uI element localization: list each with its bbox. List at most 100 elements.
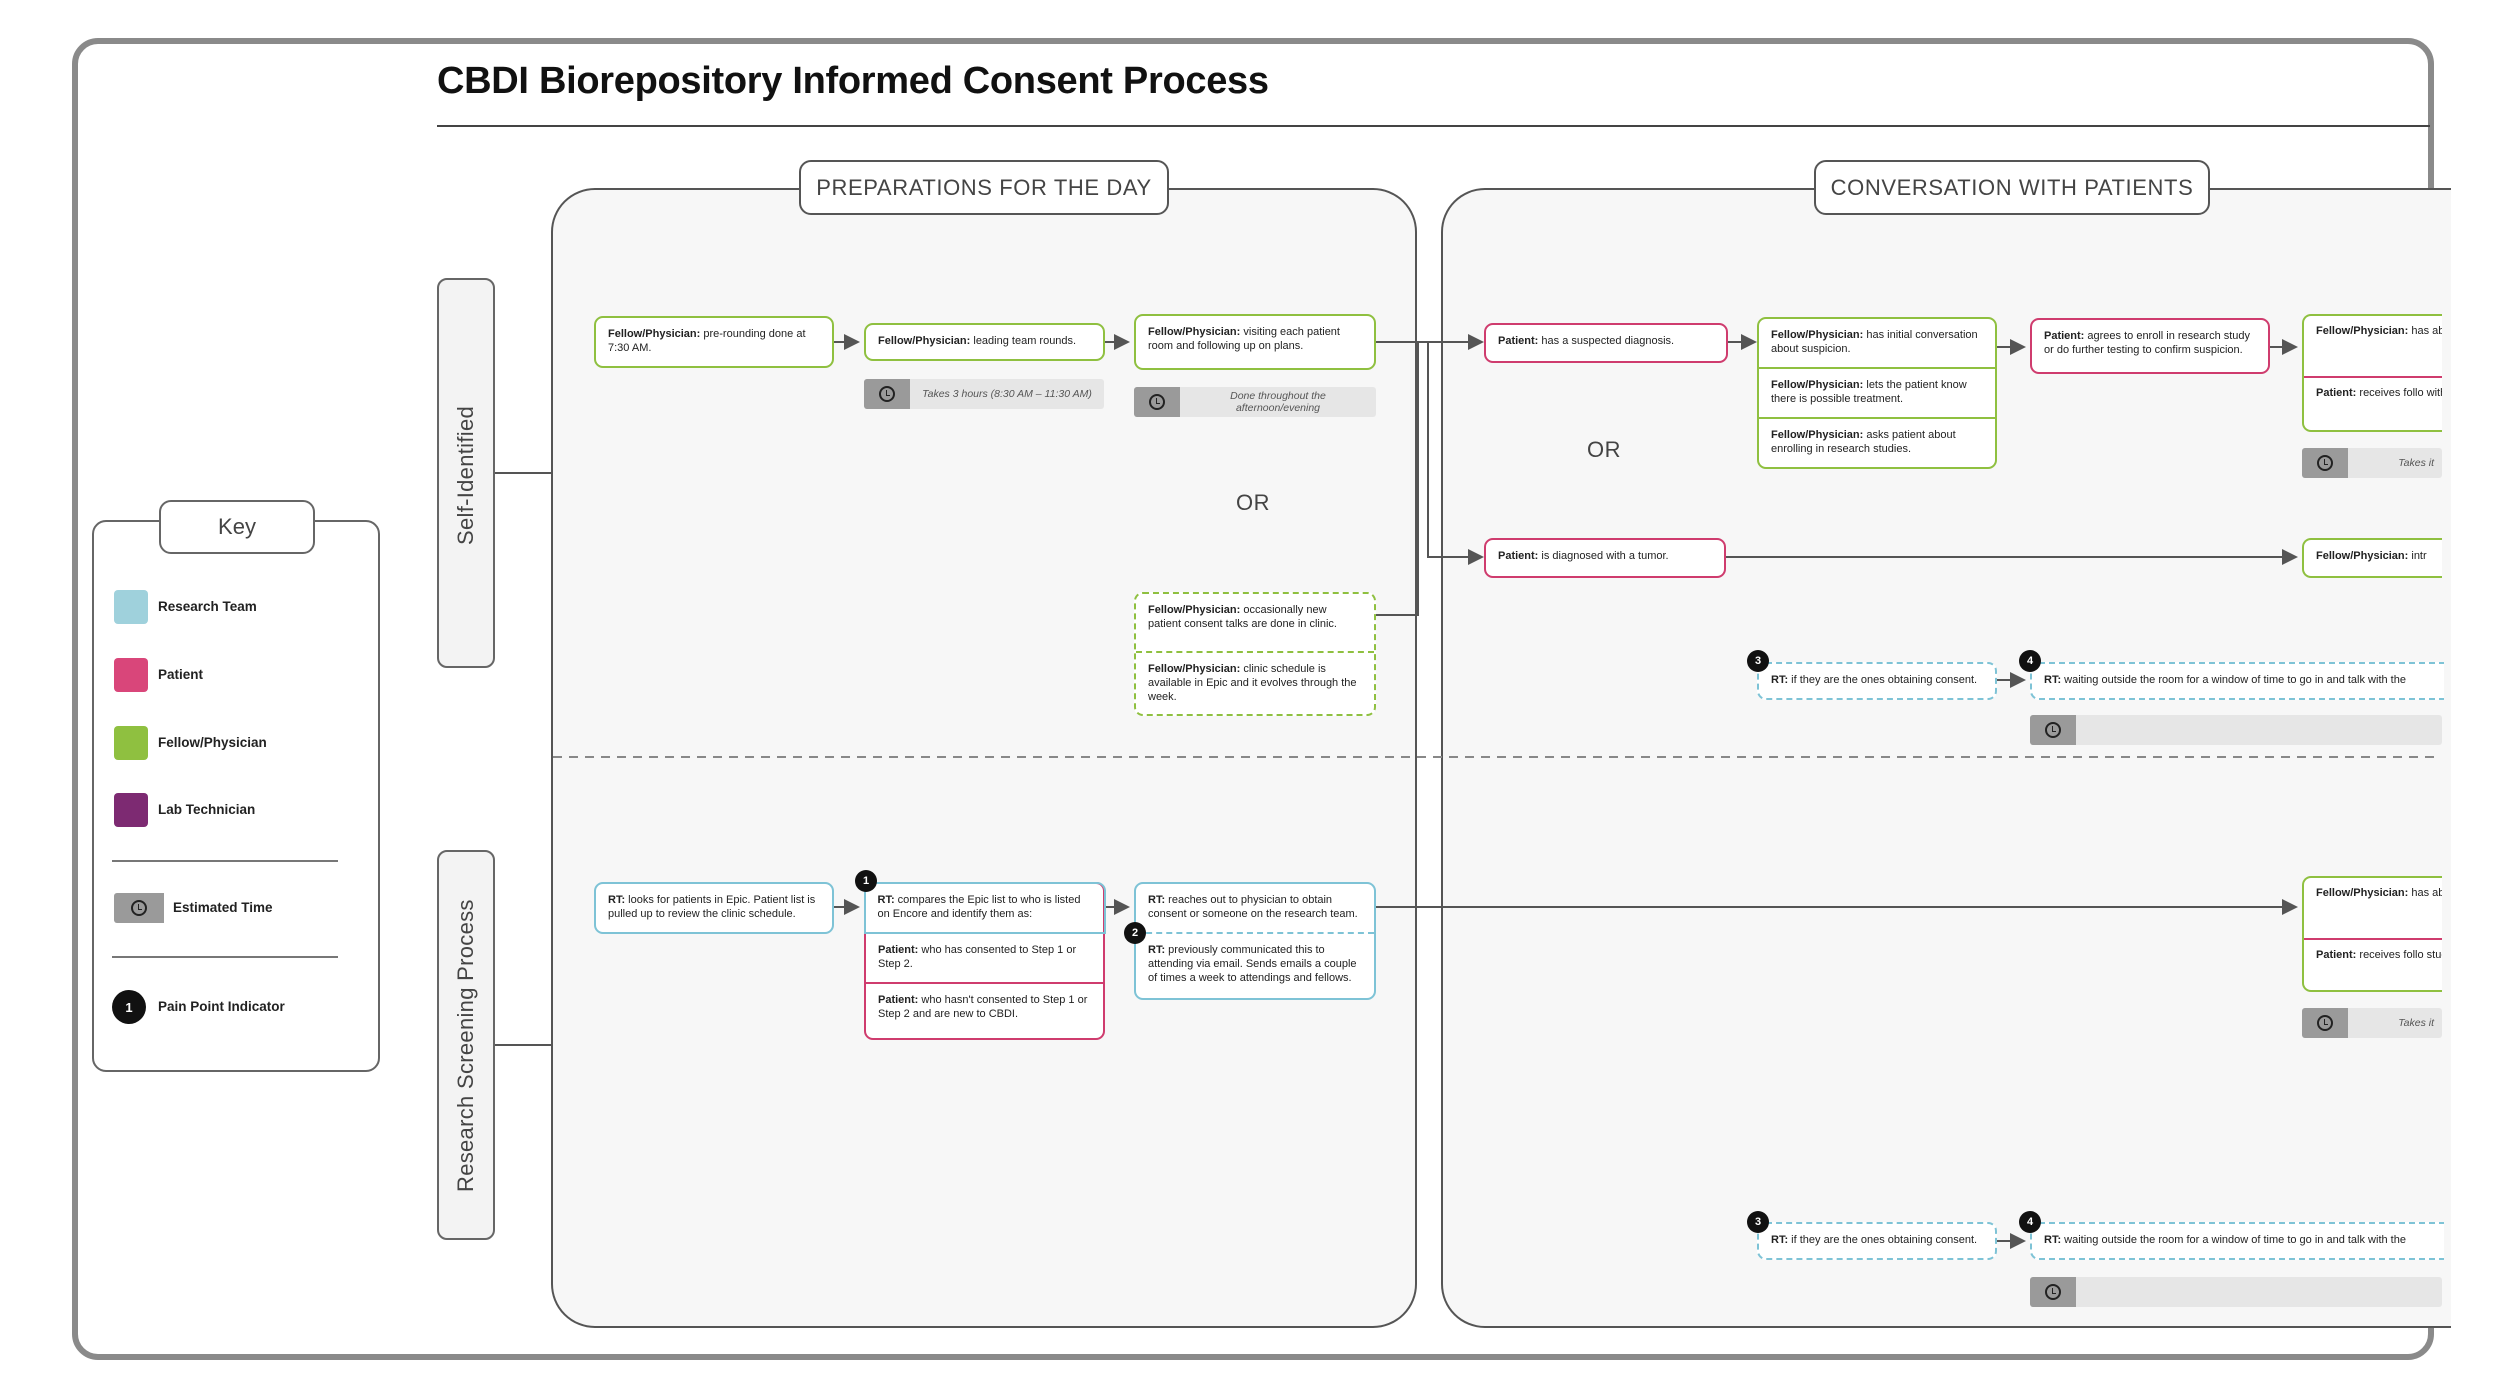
legend-label-time: Estimated Time xyxy=(173,900,273,915)
step-text: who has consented to Step 1 or Step 2. xyxy=(878,943,1077,970)
step-text: agrees to enroll in research study or do… xyxy=(2044,330,2251,356)
step-text: leading team rounds. xyxy=(970,335,1077,347)
step-role: RT: xyxy=(1148,894,1166,906)
time-text: Takes it xyxy=(2398,1017,2434,1029)
pain-point-indicator: 2 xyxy=(1124,922,1146,944)
step-text: visiting each patient room and following… xyxy=(1148,326,1340,352)
step-rt-waiting: RT: waiting outside the room for a windo… xyxy=(2030,662,2444,700)
step-fellow-introduce: Fellow/Physician: intr xyxy=(2302,538,2442,578)
step-role: Patient: xyxy=(878,993,919,1006)
title-divider xyxy=(437,125,2430,127)
step-role: Fellow/Physician: xyxy=(2316,887,2409,899)
pain-point-indicator: 3 xyxy=(1747,1211,1769,1233)
phase-conversation-title: CONVERSATION WITH PATIENTS xyxy=(1814,160,2210,215)
estimated-time-rounds: Takes 3 hours (8:30 AM – 11:30 AM) xyxy=(864,379,1104,409)
legend-label-lab-technician: Lab Technician xyxy=(158,802,256,817)
step-text: reaches out to physician to obtain conse… xyxy=(1148,894,1358,920)
step-text: has a suspected diagnosis. xyxy=(1538,335,1675,347)
pain-point-indicator: 1 xyxy=(855,870,877,892)
clock-icon xyxy=(2302,1008,2348,1038)
legend-divider xyxy=(112,860,338,862)
step-text: pre-rounding done at 7:30 AM. xyxy=(608,328,806,354)
step-role: Patient: xyxy=(2316,387,2357,399)
page-title: CBDI Biorepository Informed Consent Proc… xyxy=(437,60,1269,102)
clock-icon xyxy=(2030,1277,2076,1307)
legend-label-research-team: Research Team xyxy=(158,599,257,614)
step-text: lets the patient know there is possible … xyxy=(1771,379,1967,405)
step-text: who hasn't consented to Step 1 or Step 2… xyxy=(878,993,1088,1020)
legend-time-swatch xyxy=(114,893,164,923)
step-text: asks patient about enrolling in research… xyxy=(1771,429,1956,455)
step-role: RT: xyxy=(2044,674,2062,686)
step-text: has about collecting extra Introduce Ste… xyxy=(2411,887,2442,899)
time-text: Done throughout the afternoon/evening xyxy=(1230,390,1326,414)
lane-self-identified xyxy=(437,278,495,668)
lane-research-screening xyxy=(437,850,495,1240)
step-rt-waiting-2: RT: waiting outside the room for a windo… xyxy=(2030,1222,2444,1260)
step-role: RT: xyxy=(1148,944,1166,956)
estimated-time-visits: Done throughout the afternoon/evening xyxy=(1134,387,1376,417)
or-label: OR xyxy=(1236,490,1270,515)
phase-preparations-title: PREPARATIONS FOR THE DAY xyxy=(799,160,1169,215)
step-prerounding: Fellow/Physician: pre-rounding done at 7… xyxy=(594,316,834,368)
legend-swatch-fellow xyxy=(114,726,148,760)
legend-swatch-research-team xyxy=(114,590,148,624)
legend-label-patient: Patient xyxy=(158,667,204,682)
step-role: Fellow/Physician: xyxy=(1771,429,1864,441)
step-text: if they are the ones obtaining consent. xyxy=(1788,1234,1978,1246)
step-text: looks for patients in Epic. Patient list… xyxy=(608,894,816,920)
step-text: clinic schedule is available in Epic and… xyxy=(1148,663,1357,703)
estimated-time-waiting-2 xyxy=(2030,1277,2442,1307)
step-collecting-extra: Fellow/Physician: has about collecting e… xyxy=(2302,314,2442,432)
step-text: is diagnosed with a tumor. xyxy=(1538,550,1669,562)
legend-title: Key xyxy=(159,500,315,554)
step-role: Fellow/Physician: xyxy=(1148,326,1241,338)
time-text: Takes it xyxy=(2398,457,2434,469)
step-collecting-extra-2: Fellow/Physician: has about collecting e… xyxy=(2302,876,2442,992)
step-role: Patient: xyxy=(2044,330,2085,342)
estimated-time-followup-2: Takes it xyxy=(2302,1008,2442,1038)
step-role: Patient: xyxy=(2316,949,2357,961)
step-rt-obtaining-consent-2: RT: if they are the ones obtaining conse… xyxy=(1757,1222,1997,1260)
step-role: Patient: xyxy=(1498,550,1539,562)
clock-icon xyxy=(2302,448,2348,478)
step-rt-compare-encore: RT: compares the Epic list to who is lis… xyxy=(863,881,1106,1040)
legend-divider xyxy=(112,956,338,958)
clock-icon xyxy=(114,893,164,923)
pain-point-indicator: 3 xyxy=(1747,650,1769,672)
step-role: RT: xyxy=(877,893,895,906)
step-diagnosed-tumor: Patient: is diagnosed with a tumor. xyxy=(1484,538,1726,578)
step-text: waiting outside the room for a window of… xyxy=(2061,674,2406,686)
step-role: Fellow/Physician: xyxy=(2316,550,2409,562)
step-role: Patient: xyxy=(878,943,919,956)
clock-icon xyxy=(2030,715,2076,745)
step-text: has initial conversation about suspicion… xyxy=(1771,329,1978,355)
step-clinic-consent: Fellow/Physician: occasionally new patie… xyxy=(1134,592,1376,716)
step-role: RT: xyxy=(608,894,626,906)
step-text: receives follo with study member fo xyxy=(2359,387,2442,399)
phase-preparations xyxy=(551,188,1417,1328)
step-role: RT: xyxy=(1771,674,1789,686)
legend-swatch-lab-technician xyxy=(114,793,148,827)
step-role: RT: xyxy=(2044,1234,2062,1246)
legend-label-fellow: Fellow/Physician xyxy=(158,735,267,750)
step-initial-conversation: Fellow/Physician: has initial conversati… xyxy=(1757,317,1997,469)
step-text: previously communicated this to attendin… xyxy=(1148,944,1357,984)
step-rt-obtaining-consent: RT: if they are the ones obtaining conse… xyxy=(1757,662,1997,700)
step-role: Patient: xyxy=(1498,335,1539,347)
step-role: Fellow/Physician: xyxy=(1148,663,1241,675)
time-text: Takes 3 hours (8:30 AM – 11:30 AM) xyxy=(922,388,1092,400)
step-text: has about collecting extra Introduce Ste… xyxy=(2411,325,2442,337)
step-visit-patients: Fellow/Physician: visiting each patient … xyxy=(1134,314,1376,370)
pain-point-indicator: 4 xyxy=(2019,650,2041,672)
step-text: if they are the ones obtaining consent. xyxy=(1788,674,1978,686)
pain-point-indicator: 4 xyxy=(2019,1211,2041,1233)
legend-pain-icon: 1 xyxy=(112,990,146,1024)
step-role: Fellow/Physician: xyxy=(608,328,701,340)
step-text: compares the Epic list to who is listed … xyxy=(877,893,1081,920)
or-label-2: OR xyxy=(1587,437,1621,462)
legend-label-pain: Pain Point Indicator xyxy=(158,999,285,1014)
step-role: RT: xyxy=(1771,1234,1789,1246)
step-agrees-enroll: Patient: agrees to enroll in research st… xyxy=(2030,318,2270,374)
